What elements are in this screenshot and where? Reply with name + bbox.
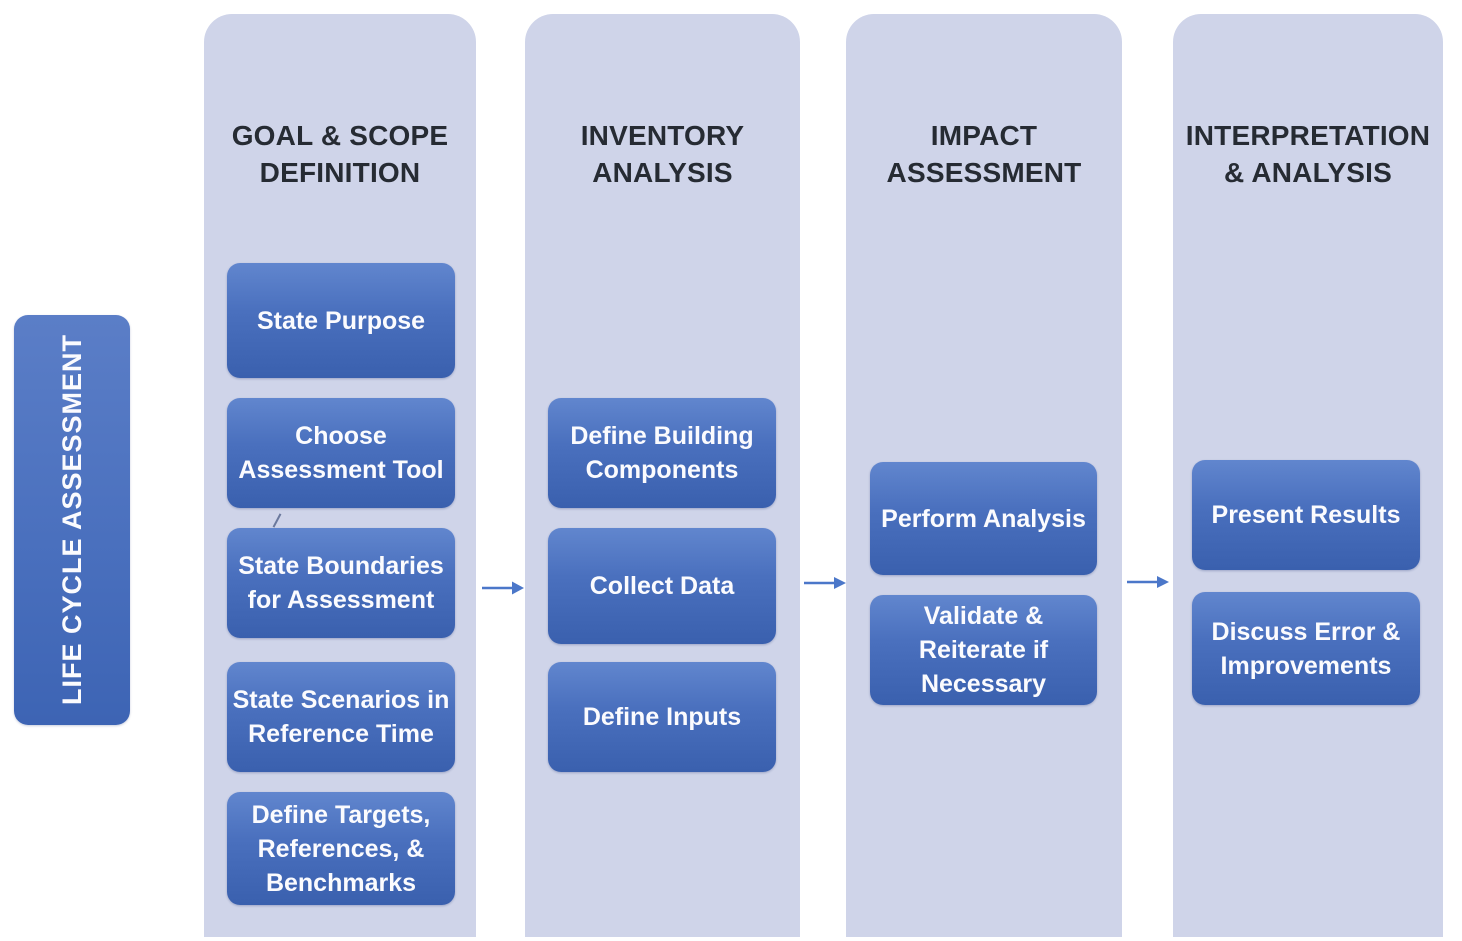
flow-arrow-icon xyxy=(804,577,846,589)
node-state-scenarios: State Scenarios in Reference Time xyxy=(227,662,455,772)
node-label: Choose Assessment Tool xyxy=(238,422,444,484)
column-title-goal-scope: GOAL & SCOPE DEFINITION xyxy=(231,120,449,188)
column-impact-assessment: IMPACT ASSESSMENT Perform Analysis Valid… xyxy=(846,14,1122,937)
flow-arrow-icon xyxy=(1127,576,1169,588)
node-label: Discuss Error & Improvements xyxy=(1211,617,1401,680)
node-define-building-components: Define Building Components xyxy=(548,398,776,508)
node-label: Validate & Reiterate if Necessary xyxy=(918,602,1049,698)
node-label: Define Targets, References, & Benchmarks xyxy=(251,800,431,897)
node-label: Present Results xyxy=(1211,501,1401,529)
node-present-results: Present Results xyxy=(1192,460,1420,570)
column-interpretation-analysis: INTERPRETATION & ANALYSIS Present Result… xyxy=(1173,14,1443,937)
node-define-inputs: Define Inputs xyxy=(548,662,776,772)
node-label: State Purpose xyxy=(256,306,426,335)
node-state-purpose: State Purpose xyxy=(227,263,455,378)
node-collect-data: Collect Data xyxy=(548,528,776,644)
node-define-targets: Define Targets, References, & Benchmarks xyxy=(227,792,455,905)
node-label: Collect Data xyxy=(589,572,735,600)
node-label: Define Building Components xyxy=(570,422,754,484)
side-label: LIFE CYCLE ASSESSMENT xyxy=(56,334,87,706)
node-state-boundaries: State Boundaries for Assessment xyxy=(227,528,455,638)
column-title-impact: IMPACT ASSESSMENT xyxy=(886,120,1082,188)
column-goal-scope-definition: GOAL & SCOPE DEFINITION State Purpose Ch… xyxy=(204,14,476,937)
node-label: State Scenarios in Reference Time xyxy=(232,686,450,748)
life-cycle-assessment-box: LIFE CYCLE ASSESSMENT xyxy=(14,315,130,725)
node-discuss-error-improvements: Discuss Error & Improvements xyxy=(1192,592,1420,705)
column-title-interpretation: INTERPRETATION & ANALYSIS xyxy=(1185,120,1431,188)
node-choose-assessment-tool: Choose Assessment Tool xyxy=(227,398,455,508)
flow-arrow-icon xyxy=(482,581,524,595)
column-inventory-analysis: INVENTORY ANALYSIS Define Building Compo… xyxy=(525,14,800,937)
node-validate-reiterate: Validate & Reiterate if Necessary xyxy=(870,595,1097,705)
column-title-inventory: INVENTORY ANALYSIS xyxy=(580,120,745,188)
node-label: Perform Analysis xyxy=(881,504,1086,533)
node-label: Define Inputs xyxy=(582,703,742,731)
node-perform-analysis: Perform Analysis xyxy=(870,462,1097,575)
node-label: State Boundaries for Assessment xyxy=(238,552,444,614)
